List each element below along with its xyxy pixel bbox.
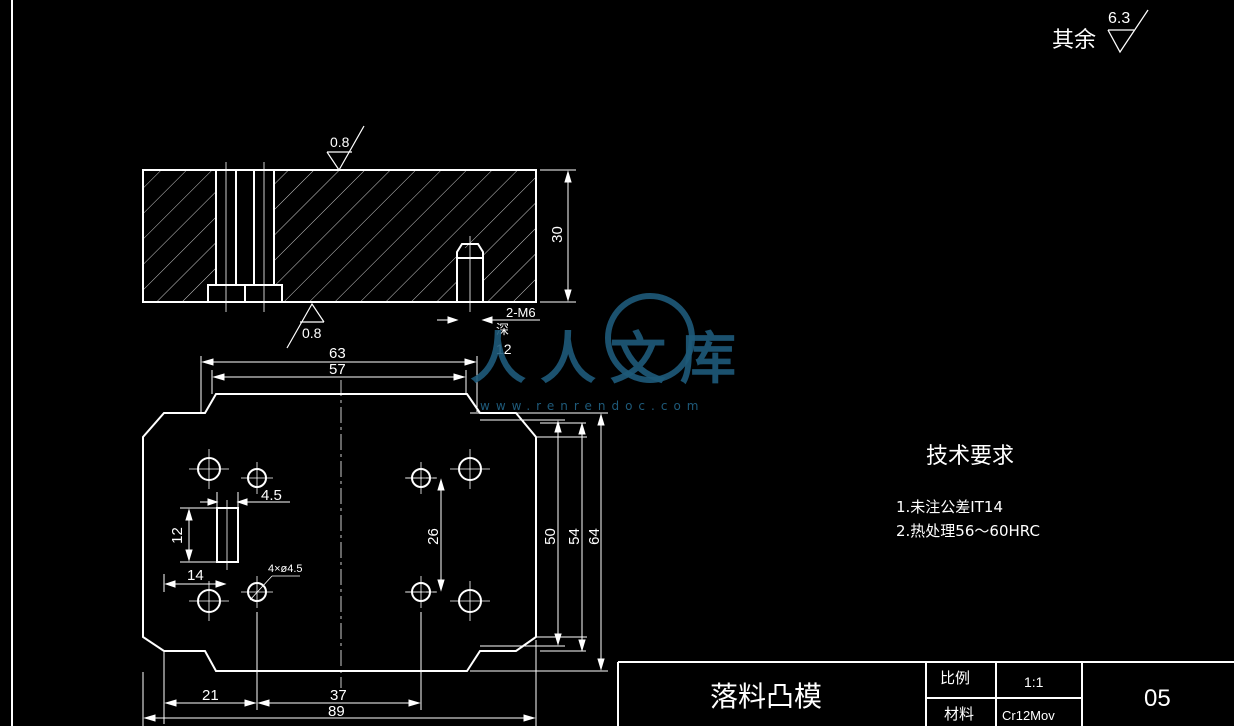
depth-label: 深 — [496, 323, 510, 338]
dim-89: 89 — [328, 703, 345, 720]
rest-finish-label: 其余 — [1052, 28, 1097, 53]
dim-63: 63 — [329, 345, 346, 362]
dim-14: 14 — [187, 567, 204, 584]
dim-4-5: 4.5 — [261, 487, 282, 504]
section-height-dim: 30 — [548, 226, 566, 243]
rest-finish-symbol — [1107, 9, 1149, 54]
watermark-logo — [605, 293, 695, 383]
rest-finish-value: 6.3 — [1108, 10, 1131, 27]
dim-54: 54 — [565, 528, 583, 545]
tech-requirement-item: 1.未注公差IT14 — [896, 498, 1003, 516]
dim-57: 57 — [329, 361, 346, 378]
scale-value: 1:1 — [1024, 674, 1044, 690]
hole-note: 4×ø4.5 — [268, 563, 303, 575]
tech-requirement-item: 2.热处理56～60HRC — [896, 522, 1040, 540]
depth-value: 12 — [496, 341, 512, 357]
dim-12: 12 — [168, 527, 186, 544]
scale-label: 比例 — [940, 669, 971, 687]
material-value: Cr12Mov — [1002, 708, 1055, 723]
dim-26: 26 — [424, 528, 442, 545]
tech-requirements-title: 技术要求 — [926, 444, 1015, 469]
top-finish-value: 0.8 — [330, 134, 350, 150]
bottom-finish-value: 0.8 — [302, 325, 322, 341]
drawing-number: 05 — [1144, 685, 1171, 712]
dim-50: 50 — [541, 528, 559, 545]
watermark-name: 人人文库 — [470, 327, 750, 392]
section-view — [142, 125, 576, 349]
watermark-url: www.renrendoc.com — [480, 399, 705, 413]
material-label: 材料 — [944, 705, 975, 723]
dim-37: 37 — [330, 687, 347, 704]
plan-view — [142, 356, 608, 726]
thread-label: 2-M6 — [506, 305, 536, 320]
dim-64: 64 — [585, 528, 603, 545]
title-block — [617, 661, 1234, 726]
part-name: 落料凸模 — [710, 680, 823, 713]
dim-21: 21 — [202, 687, 219, 704]
